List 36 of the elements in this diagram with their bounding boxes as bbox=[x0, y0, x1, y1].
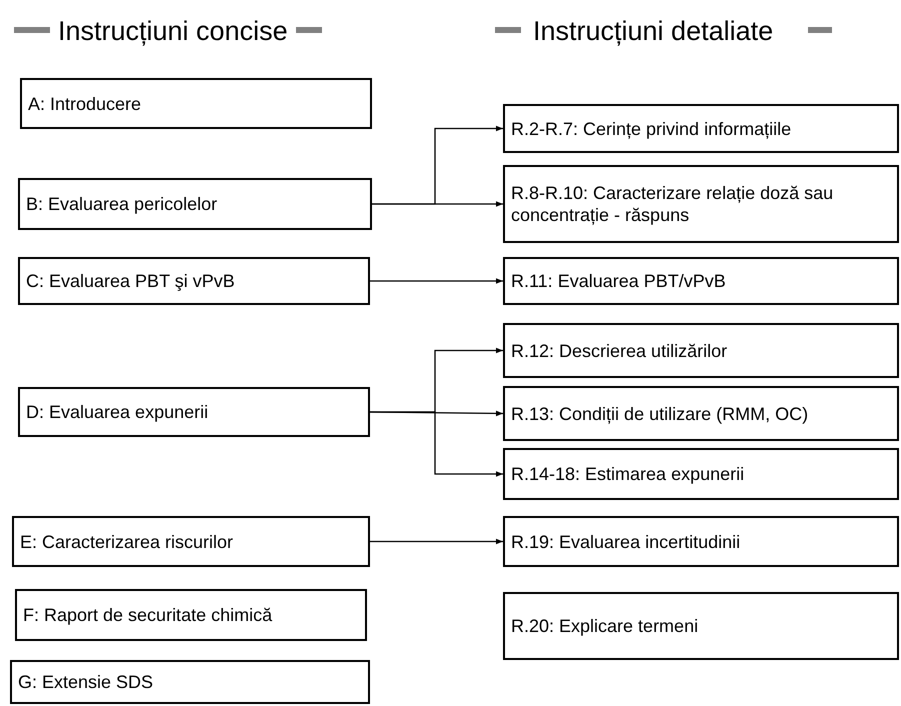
process-box bbox=[503, 104, 899, 153]
process-box bbox=[503, 592, 899, 660]
process-box bbox=[503, 386, 899, 441]
box-label: R.13: Condiții de utilizare (RMM, OC) bbox=[511, 402, 808, 424]
arrow bbox=[370, 411, 503, 477]
arrow bbox=[370, 278, 503, 284]
box-label: F: Raport de securitate chimică bbox=[23, 604, 272, 626]
box-label: R.14-18: Estimarea expunerii bbox=[511, 463, 744, 485]
arrow bbox=[370, 538, 503, 544]
process-box bbox=[503, 165, 899, 243]
process-box bbox=[503, 323, 899, 378]
box-label: R.19: Evaluarea incertitudinii bbox=[511, 530, 740, 552]
box-label: G: Extensie SDS bbox=[18, 671, 154, 693]
process-box bbox=[12, 516, 370, 567]
box-label: R.12: Descrierea utilizărilor bbox=[511, 340, 728, 362]
process-box bbox=[15, 589, 367, 641]
process-box bbox=[18, 178, 372, 230]
box-label: A: Introducere bbox=[28, 92, 142, 114]
process-box bbox=[503, 516, 899, 567]
box-label: C: Evaluarea PBT şi vPvB bbox=[26, 270, 235, 292]
section-heading: Instrucțiuni detaliate bbox=[533, 16, 774, 47]
box-label: R.20: Explicare termeni bbox=[511, 615, 698, 637]
process-box bbox=[10, 660, 370, 704]
box-label: R.11: Evaluarea PBT/vPvB bbox=[511, 270, 726, 292]
process-box bbox=[503, 257, 899, 305]
process-box bbox=[18, 387, 370, 437]
arrow bbox=[372, 201, 503, 207]
box-label: R.2-R.7: Cerințe privind informațiile bbox=[511, 118, 792, 140]
box-label: R.8-R.10: Caracterizare relație doză sau concentrație - răspuns bbox=[511, 182, 834, 226]
box-label: B: Evaluarea pericolelor bbox=[26, 193, 218, 215]
process-box bbox=[503, 448, 899, 500]
box-label: E: Caracterizarea riscurilor bbox=[20, 530, 234, 552]
box-label: D: Evaluarea expunerii bbox=[26, 401, 208, 423]
process-box bbox=[20, 78, 372, 129]
process-box bbox=[18, 257, 370, 305]
section-heading: Instrucțiuni concise bbox=[58, 16, 288, 47]
